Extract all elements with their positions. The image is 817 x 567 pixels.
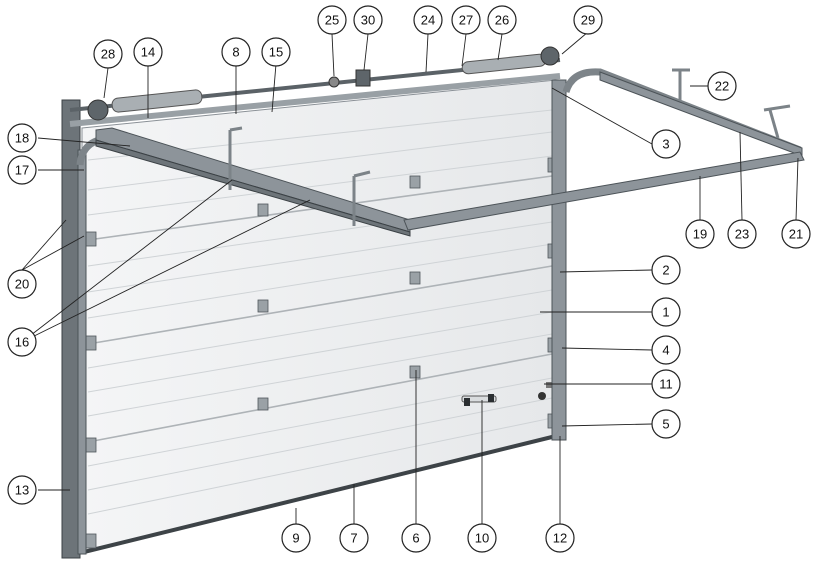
svg-text:3: 3 [662,137,669,152]
svg-text:18: 18 [15,131,29,146]
callout-16: 16 [7,327,37,357]
svg-text:22: 22 [715,79,729,94]
callout-3: 3 [651,129,681,159]
center-bearing [328,69,371,88]
svg-text:1: 1 [662,305,669,320]
svg-text:28: 28 [101,47,115,62]
torsion-spring-right [461,53,547,75]
callout-24: 24 [413,5,443,35]
callout-13: 13 [7,475,37,505]
lock-bolt [538,382,552,400]
svg-text:14: 14 [141,45,155,60]
svg-text:6: 6 [412,531,419,546]
callout-21: 21 [781,219,811,249]
svg-text:11: 11 [659,377,673,392]
left-horizontal-track [95,127,411,237]
svg-text:4: 4 [662,343,669,358]
svg-text:2: 2 [662,263,669,278]
svg-text:24: 24 [421,13,435,28]
callout-30: 30 [353,5,383,35]
svg-text:26: 26 [495,13,509,28]
callout-25: 25 [317,5,347,35]
callout-23: 23 [727,219,757,249]
door-handle [461,394,497,406]
callout-8: 8 [221,37,251,67]
callout-27: 27 [451,5,481,35]
svg-text:12: 12 [553,531,567,546]
svg-text:19: 19 [693,227,707,242]
callout-17: 17 [7,155,37,185]
svg-text:30: 30 [361,13,375,28]
callout-9: 9 [281,523,311,553]
svg-text:23: 23 [735,227,749,242]
leader-lines [21,31,799,526]
callout-4: 4 [651,335,681,365]
svg-text:7: 7 [350,531,357,546]
callout-10: 10 [467,523,497,553]
svg-text:8: 8 [232,45,239,60]
callout-6: 6 [401,523,431,553]
cable-drum-right [540,46,560,66]
svg-text:10: 10 [475,531,489,546]
callout-29: 29 [573,5,603,35]
svg-text:25: 25 [325,13,339,28]
svg-text:15: 15 [269,45,283,60]
left-vertical-track [61,99,111,559]
svg-text:16: 16 [15,335,29,350]
rear-cross-member [403,151,805,231]
bottom-seal [83,434,557,554]
svg-text:5: 5 [662,417,669,432]
callout-18: 18 [7,123,37,153]
callout-2: 2 [651,255,681,285]
callout-11: 11 [651,369,681,399]
callout-7: 7 [339,523,369,553]
svg-text:20: 20 [15,277,29,292]
callout-12: 12 [545,523,575,553]
callout-14: 14 [133,37,163,67]
callout-26: 26 [487,5,517,35]
ceiling-hangers [228,68,791,226]
callout-22: 22 [707,71,737,101]
svg-text:17: 17 [15,163,29,178]
svg-text:13: 13 [15,483,29,498]
callout-19: 19 [685,219,715,249]
callout-15: 15 [261,37,291,67]
svg-text:27: 27 [459,13,473,28]
svg-text:9: 9 [292,531,299,546]
callout-5: 5 [651,409,681,439]
callout-28: 28 [93,39,123,69]
callout-20: 20 [7,269,37,299]
svg-text:21: 21 [789,227,803,242]
cable-drum-left [87,99,109,121]
door-grooves [87,109,553,515]
torsion-spring-left [111,89,203,113]
callout-1: 1 [651,297,681,327]
svg-text:29: 29 [581,13,595,28]
